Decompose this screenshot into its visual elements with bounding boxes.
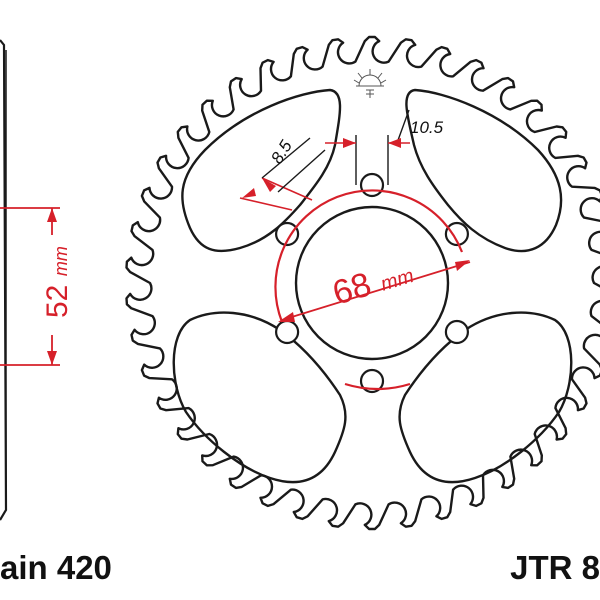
cutout-window — [405, 88, 563, 253]
side-view: 52 mm — [0, 39, 74, 521]
hole-dia-leader-1 — [239, 197, 293, 211]
dim-52-unit: mm — [51, 246, 71, 276]
bolt-hole — [275, 319, 300, 345]
spacing-leader — [396, 109, 410, 144]
dim-52-label: 52 mm — [41, 246, 74, 318]
pcd-arrow-left — [278, 312, 295, 322]
spacing-arrow-left — [343, 138, 356, 148]
cutout-window — [181, 88, 342, 253]
chain-size-label: ain 420 — [0, 549, 112, 586]
pcd-dim-line — [281, 261, 471, 321]
part-number-label: JTR 8 — [510, 549, 600, 586]
sprocket-outline — [125, 35, 600, 531]
dim-52-value: 52 — [41, 285, 74, 318]
pcd-arc-lower — [344, 382, 411, 391]
side-view-outline — [0, 39, 8, 521]
bolt-hole — [359, 172, 385, 198]
pcd-arrow-right — [455, 260, 470, 271]
hole-dia-ext-2 — [277, 149, 326, 193]
hole-dia-leader-2 — [261, 177, 313, 201]
pcd-label: 68 mm — [328, 252, 417, 312]
bolt-hole — [275, 221, 300, 247]
dim-52-arrow-top — [47, 208, 57, 222]
hole-dia-label: 8.5 — [267, 137, 296, 168]
pcd-value: 68 — [328, 265, 375, 312]
hole-dia-ext-1 — [261, 137, 311, 179]
center-bore — [294, 205, 450, 361]
bolt-hole — [359, 368, 385, 394]
spacing-arrow-right — [388, 138, 401, 148]
hole-dia-arrow-2 — [262, 178, 276, 192]
pcd-unit: mm — [378, 265, 416, 296]
dim-52-arrow-bottom — [47, 351, 57, 365]
sun-logo-icon — [353, 69, 387, 98]
hole-dia-arrow-1 — [242, 188, 256, 198]
bolt-hole — [444, 221, 469, 247]
pcd-arc-upper — [274, 189, 464, 323]
bolt-hole — [444, 319, 469, 345]
spacing-label: 10.5 — [410, 118, 444, 137]
